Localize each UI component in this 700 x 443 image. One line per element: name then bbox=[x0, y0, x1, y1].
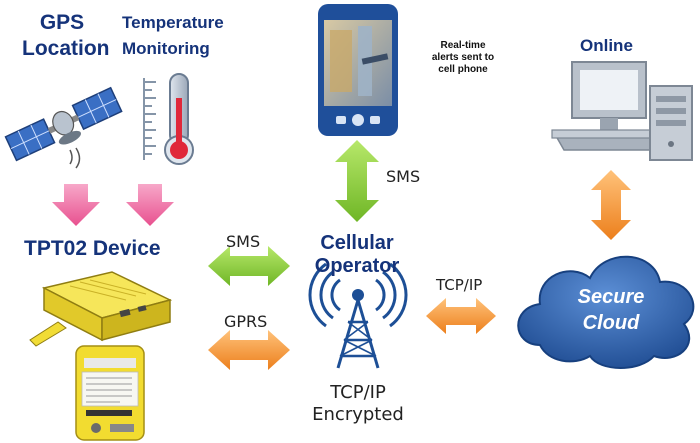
device-label: TPT02 Device bbox=[24, 237, 161, 260]
thermometer-icon bbox=[143, 73, 194, 165]
tcpip-encrypted-line2: Encrypted bbox=[312, 404, 404, 425]
temperature-label-line1: Temperature bbox=[122, 13, 224, 32]
cellular-line1: Cellular bbox=[320, 232, 394, 254]
gps-down-arrow bbox=[52, 184, 100, 226]
cloud-line1: Secure bbox=[577, 286, 645, 308]
cellular-operator-label: Cellular Operator bbox=[300, 232, 414, 278]
temperature-monitoring-label: Temperature Monitoring bbox=[122, 10, 224, 62]
sms-left-label: SMS bbox=[226, 232, 261, 251]
tcpip-encrypted-line1: TCP/IP bbox=[330, 382, 386, 403]
cellular-line2: Operator bbox=[314, 255, 400, 277]
tcpip-right-label: TCP/IP bbox=[436, 276, 483, 294]
alert-line2: alerts sent to bbox=[431, 52, 495, 63]
computer-icon bbox=[551, 61, 693, 161]
gps-location-label: GPS Location bbox=[22, 10, 110, 62]
gps-label-line1: GPS bbox=[39, 11, 85, 34]
sms-top-label: SMS bbox=[386, 167, 421, 186]
cloud-vertical-arrow bbox=[591, 170, 631, 240]
secure-cloud-shape bbox=[517, 255, 695, 369]
tpt02-box-device bbox=[29, 271, 173, 347]
online-label: Online bbox=[580, 36, 633, 55]
gprs-label: GPRS bbox=[224, 312, 268, 331]
sms-vertical-arrow bbox=[335, 140, 379, 222]
tpt02-front-device bbox=[75, 345, 145, 441]
cloud-line2: Cloud bbox=[582, 312, 640, 334]
alert-line3: cell phone bbox=[438, 64, 488, 75]
temperature-down-arrow bbox=[126, 184, 174, 226]
temperature-label-line2: Monitoring bbox=[122, 39, 210, 58]
tcpip-horizontal-arrow bbox=[426, 298, 496, 334]
sms-horizontal-arrow bbox=[208, 246, 290, 286]
tcpip-encrypted-label: TCP/IP Encrypted bbox=[300, 382, 416, 426]
satellite-icon bbox=[4, 86, 123, 169]
secure-cloud-label: Secure Cloud bbox=[556, 284, 666, 336]
phone-icon bbox=[318, 4, 398, 136]
gprs-horizontal-arrow bbox=[208, 330, 290, 370]
gps-label-line2: Location bbox=[22, 37, 110, 60]
alert-line1: Real-time bbox=[440, 40, 486, 51]
phone-alert-label: Real-time alerts sent to cell phone bbox=[408, 40, 518, 76]
cell-tower-icon bbox=[308, 262, 408, 369]
